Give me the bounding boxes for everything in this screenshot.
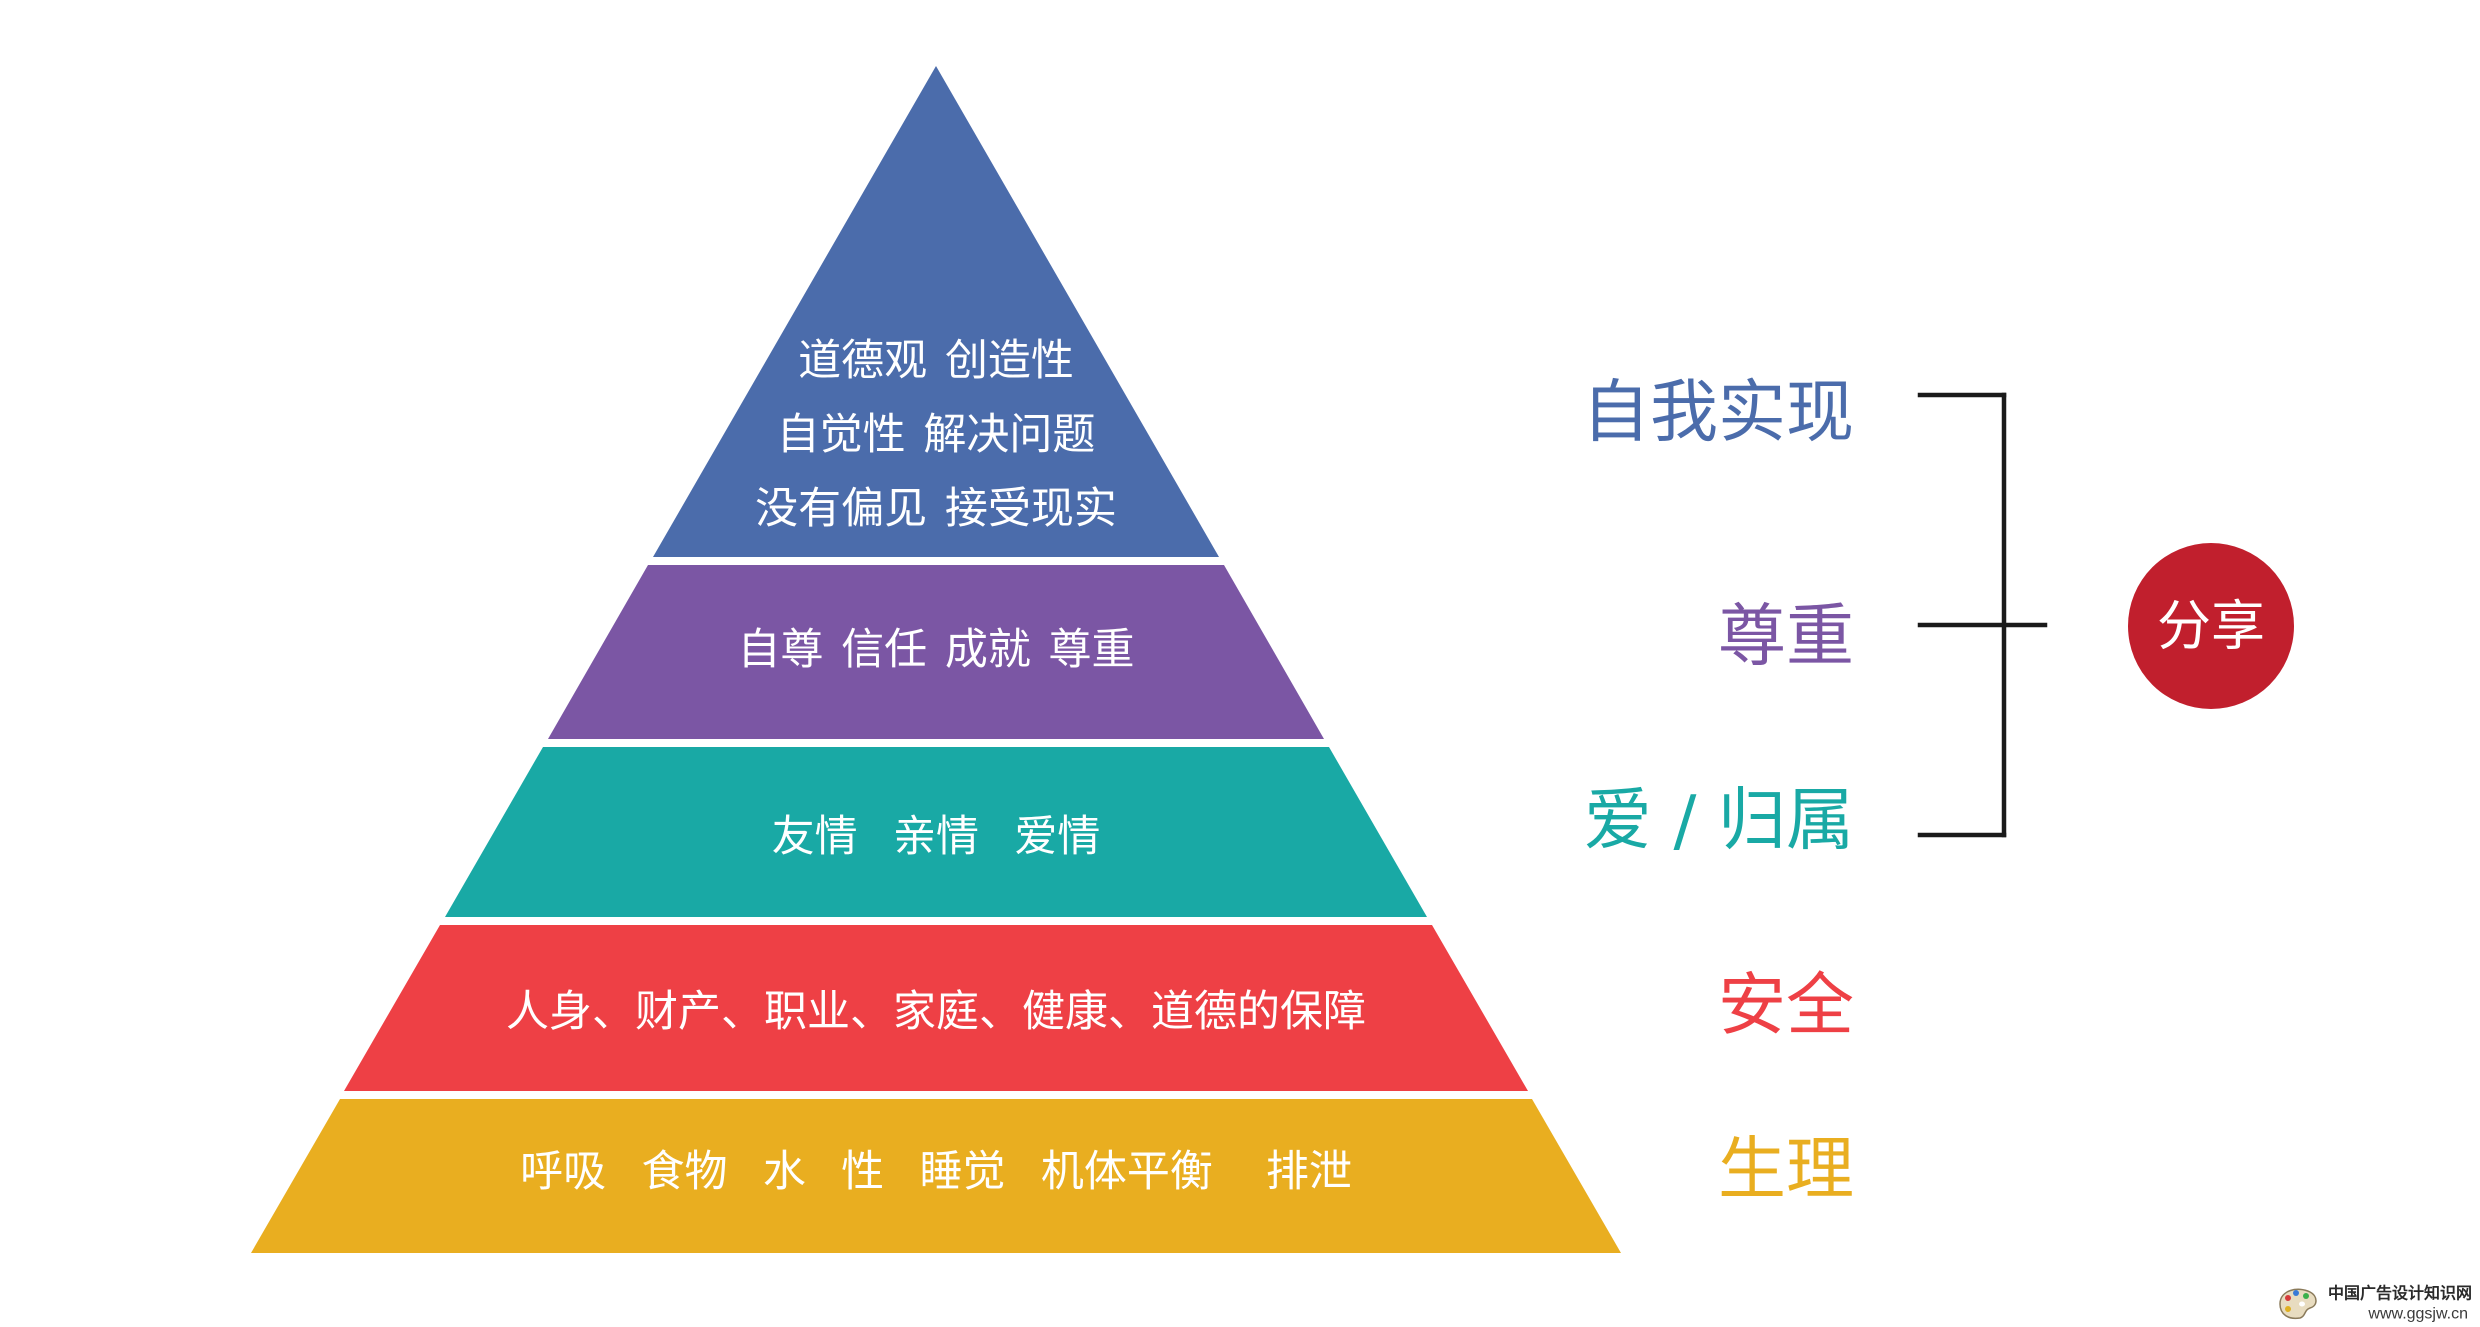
pyramid-level-physiological [251, 1099, 1621, 1253]
pyramid-level-text: 人身、财产、职业、家庭、健康、道德的保障 [506, 987, 1366, 1037]
watermark-url: www.ggsjw.cn [2367, 1306, 2468, 1323]
level-label-physiological: 生理 [1718, 1131, 1854, 1210]
pyramid-level-safety [344, 925, 1528, 1091]
level-label-esteem: 尊重 [1718, 598, 1854, 677]
palette-paint-dot [2285, 1306, 2291, 1312]
pyramid-level-love-belonging [445, 747, 1427, 917]
pyramid-level-text: 友情 亲情 爱情 [772, 812, 1101, 862]
level-labels: 自我实现 尊重 爱 / 归属 安全 生理 [1582, 374, 1854, 1210]
palette-paint-dot [2285, 1295, 2291, 1301]
share-badge-label: 分享 [2157, 595, 2265, 658]
pyramid-level-text: 呼吸 食物 水 性 睡觉 机体平衡 排泄 [520, 1147, 1352, 1197]
palette-paint-dot [2303, 1293, 2309, 1299]
palette-paint-dot [2293, 1290, 2299, 1296]
pyramid-level-text: 自觉性 解决问题 [777, 410, 1096, 460]
level-label-self-actualization: 自我实现 [1582, 374, 1854, 453]
level-label-love-belonging: 爱 / 归属 [1584, 782, 1854, 861]
level-label-safety: 安全 [1718, 967, 1854, 1046]
pyramid [251, 66, 1621, 1253]
pyramid-level-text: 自尊 信任 成就 尊重 [737, 625, 1134, 675]
pyramid-level-text: 道德观 创造性 [798, 336, 1074, 386]
share-badge-circle [2128, 543, 2294, 709]
bracket [1917, 392, 2048, 838]
watermark: 中国广告设计知识网 www.ggsjw.cn [2279, 1284, 2472, 1323]
palette-thumb-hole [2299, 1301, 2305, 1307]
watermark-name: 中国广告设计知识网 [2328, 1284, 2472, 1303]
share-badge: 分享 [2128, 543, 2294, 709]
pyramid-level-text: 没有偏见 接受现实 [755, 484, 1117, 534]
palette-icon [2279, 1288, 2317, 1320]
pyramid-level-self-actualization [653, 66, 1219, 557]
pyramid-level-esteem [548, 565, 1324, 739]
pyramid-texts: 道德观 创造性 自觉性 解决问题 没有偏见 接受现实 自尊 信任 成就 尊重 友… [506, 336, 1366, 1197]
